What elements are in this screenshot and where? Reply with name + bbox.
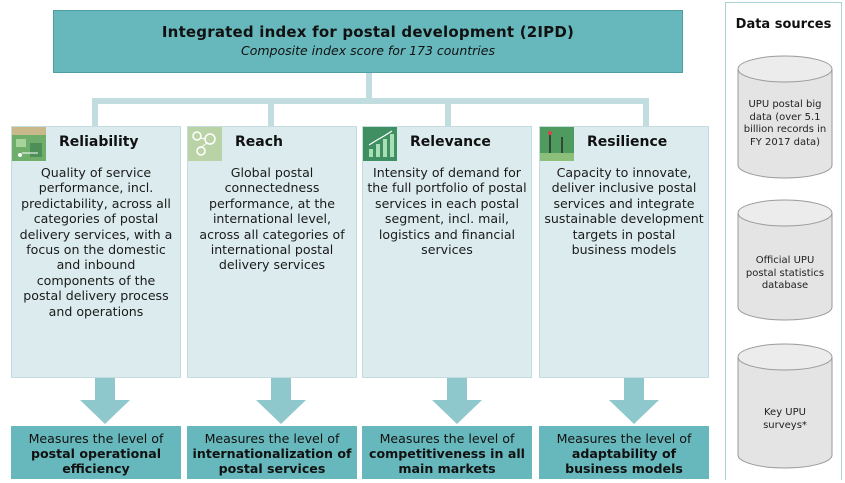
pillar-reliability: Reliability Quality of service performan… — [11, 126, 181, 378]
pillar-reach: Reach Global postal connectedness perfor… — [187, 126, 357, 378]
measure-box-relevance: Measures the level of competitiveness in… — [362, 426, 532, 479]
pillar-description: Intensity of demand for the full portfol… — [367, 165, 527, 258]
reach-icon — [188, 127, 222, 161]
pillar-description: Global postal connectedness performance,… — [199, 165, 345, 273]
pillar-description: Quality of service performance, incl. pr… — [19, 165, 173, 319]
down-arrow-icon — [432, 378, 482, 424]
index-subtitle: Composite index score for 173 countries — [241, 43, 495, 58]
database-icon — [737, 55, 833, 179]
measure-prefix: Measures the level of — [204, 431, 340, 446]
measure-target: adaptability of business models — [565, 446, 683, 476]
connector-drop-reach — [268, 98, 274, 126]
measure-box-resilience: Measures the level of adaptability of bu… — [539, 426, 709, 479]
index-header-box: Integrated index for postal development … — [53, 10, 683, 73]
data-sources-title: Data sources — [735, 17, 832, 32]
connector-vertical-main — [366, 73, 372, 101]
measure-target: internationalization of postal services — [192, 446, 352, 476]
connector-drop-relevance — [445, 98, 451, 126]
measure-prefix: Measures the level of — [379, 431, 515, 446]
pillar-relevance: Relevance Intensity of demand for the fu… — [362, 126, 532, 378]
database-cylinder-upu-big-data: UPU postal big data (over 5.1 billion re… — [737, 55, 833, 179]
measure-target: postal operational efficiency — [30, 446, 162, 476]
database-cylinder-key-surveys: Key UPU surveys* — [737, 343, 833, 469]
measure-target: competitiveness in all main markets — [369, 446, 525, 476]
database-cylinder-official-statistics: Official UPU postal statistics database — [737, 199, 833, 321]
down-arrow-icon — [609, 378, 659, 424]
measure-box-reach: Measures the level of internationalizati… — [187, 426, 357, 479]
measure-prefix: Measures the level of — [556, 431, 692, 446]
reliability-icon — [12, 127, 46, 161]
pillar-description: Capacity to innovate, deliver inclusive … — [544, 165, 704, 258]
down-arrow-icon — [256, 378, 306, 424]
pillar-resilience: Resilience Capacity to innovate, deliver… — [539, 126, 709, 378]
measure-box-reliability: Measures the level of postal operational… — [11, 426, 181, 479]
pillar-title: Reach — [235, 134, 283, 150]
down-arrow-icon — [80, 378, 130, 424]
data-source-label: Key UPU surveys* — [763, 407, 807, 431]
data-source-label: UPU postal big data (over 5.1 billion re… — [743, 99, 827, 148]
pillar-title: Resilience — [587, 134, 668, 150]
resilience-icon — [540, 127, 574, 161]
connector-drop-resilience — [643, 98, 649, 126]
database-icon — [737, 199, 833, 321]
connector-horizontal — [92, 98, 649, 104]
connector-drop-reliability — [92, 98, 98, 126]
data-source-label: Official UPU postal statistics database — [745, 255, 825, 291]
database-icon — [737, 343, 833, 469]
pillar-title: Relevance — [410, 134, 491, 150]
index-title: Integrated index for postal development … — [161, 23, 575, 41]
data-sources-panel: Data sources UPU postal big data (over 5… — [725, 2, 842, 480]
relevance-icon — [363, 127, 397, 161]
measure-prefix: Measures the level of — [28, 431, 164, 446]
pillar-title: Reliability — [59, 134, 139, 150]
